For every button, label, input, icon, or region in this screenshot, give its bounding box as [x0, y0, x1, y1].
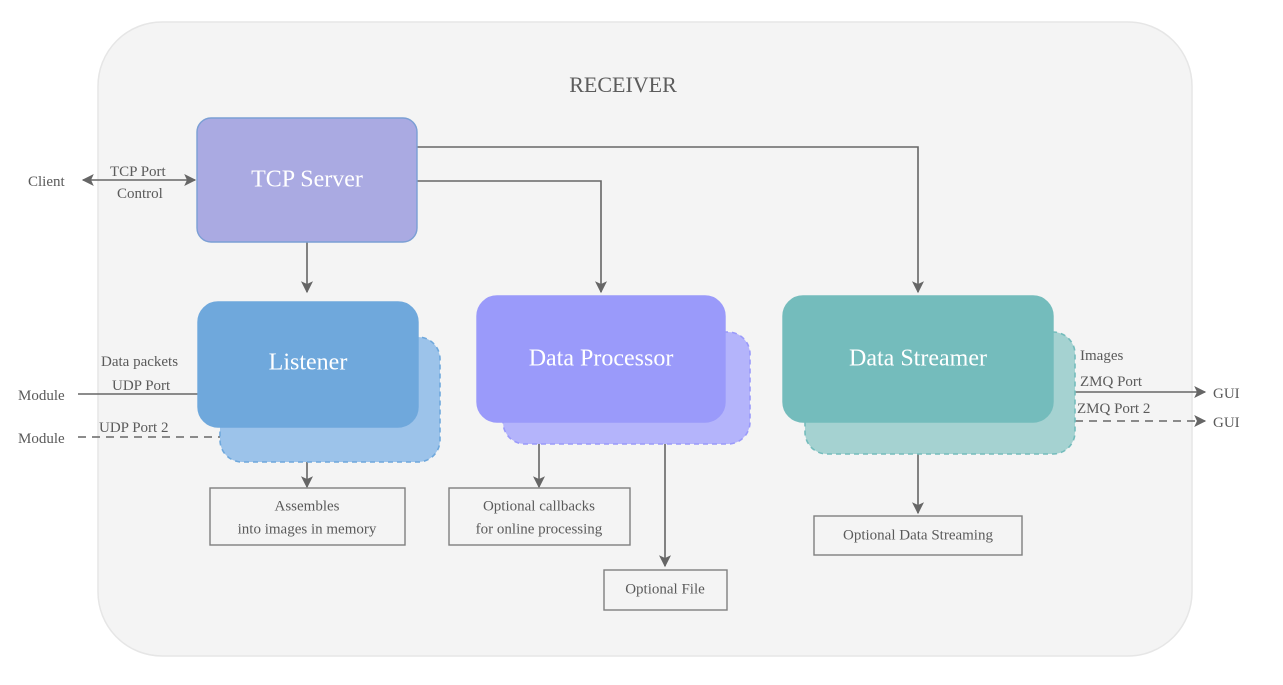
- edge-label-control: Control: [117, 186, 163, 202]
- data-processor-box[interactable]: [476, 295, 726, 423]
- optional-callbacks-box[interactable]: [448, 487, 631, 546]
- optional-callbacks-line-1: Optional callbacks: [483, 498, 595, 514]
- external-module-1-label: Module: [18, 388, 65, 404]
- optional-data-streaming-box[interactable]: [813, 515, 1023, 556]
- node-data-processor[interactable]: Data Processor: [476, 295, 726, 423]
- edge-label-udp-port: UDP Port: [112, 378, 171, 394]
- assembles-line-1: Assembles: [275, 498, 340, 514]
- optional-file-box[interactable]: [603, 569, 728, 611]
- listener-label: Listener: [269, 350, 348, 376]
- node-tcp-server[interactable]: TCP Server: [196, 117, 418, 243]
- sink-optional-file[interactable]: Optional File: [603, 569, 728, 611]
- data-streamer-box[interactable]: [782, 295, 1054, 423]
- sink-assembles[interactable]: Assembles into images in memory: [209, 487, 406, 546]
- edge-label-zmq-port-2: ZMQ Port 2: [1077, 401, 1150, 417]
- sink-optional-callbacks[interactable]: Optional callbacks for online processing: [448, 487, 631, 546]
- data-streamer-label: Data Streamer: [849, 346, 987, 372]
- optional-data-streaming-label: Optional Data Streaming: [843, 527, 993, 543]
- page-title: RECEIVER: [569, 72, 677, 97]
- node-data-streamer[interactable]: Data Streamer: [782, 295, 1054, 423]
- edge-tcpserver-to-datastreamer: [417, 146, 924, 294]
- external-gui-1-label: GUI: [1213, 386, 1240, 402]
- edge-tcpserver-to-dataprocessor: [417, 180, 607, 294]
- edge-label-data-packets: Data packets: [101, 354, 178, 370]
- listener-box[interactable]: [197, 301, 419, 428]
- external-gui-2-label: GUI: [1213, 415, 1240, 431]
- optional-file-label: Optional File: [625, 581, 705, 597]
- sink-optional-data-streaming[interactable]: Optional Data Streaming: [813, 515, 1023, 556]
- data-processor-label: Data Processor: [529, 346, 674, 372]
- assembles-box[interactable]: [209, 487, 406, 546]
- external-module-2-label: Module: [18, 431, 65, 447]
- edge-label-udp-port-2: UDP Port 2: [99, 420, 168, 436]
- optional-callbacks-line-2: for online processing: [476, 521, 603, 537]
- edge-label-images: Images: [1080, 348, 1123, 364]
- external-client-label: Client: [28, 174, 65, 190]
- tcp-server-label: TCP Server: [251, 167, 363, 193]
- edge-label-zmq-port: ZMQ Port: [1080, 374, 1143, 390]
- assembles-line-2: into images in memory: [238, 521, 377, 537]
- edge-label-tcp-port: TCP Port: [110, 164, 167, 180]
- node-listener[interactable]: Listener: [197, 301, 419, 428]
- tcp-server-box[interactable]: [196, 117, 418, 243]
